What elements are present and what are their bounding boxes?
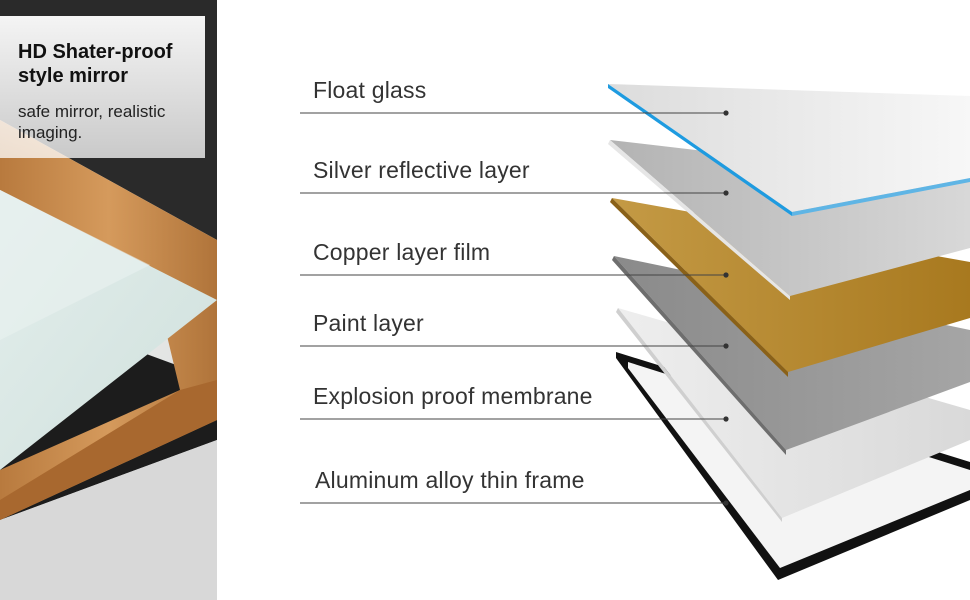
label-paint-layer: Paint layer xyxy=(313,310,424,336)
leader-dot-silver xyxy=(723,190,729,196)
float-glass-layer xyxy=(608,84,970,216)
leader-dot-copper xyxy=(723,272,729,278)
label-copper-layer-film: Copper layer film xyxy=(313,239,491,265)
leader-dot-membrane xyxy=(723,416,729,422)
label-explosion-proof-membrane: Explosion proof membrane xyxy=(313,383,593,409)
leader-dot-float-glass xyxy=(723,110,729,116)
mirror-corner-illustration xyxy=(0,0,217,600)
caption-subtitle: safe mirror, realistic imaging. xyxy=(18,102,166,142)
label-float-glass: Float glass xyxy=(313,77,427,103)
leader-lines xyxy=(300,110,729,506)
leader-dot-frame xyxy=(723,500,729,506)
leader-dot-paint xyxy=(723,343,729,349)
label-aluminum-alloy-thin-frame: Aluminum alloy thin frame xyxy=(315,467,585,493)
caption-title: HD Shater-proof style mirror xyxy=(18,41,173,87)
label-silver-reflective-layer: Silver reflective layer xyxy=(313,157,530,183)
mirror-corner-photo: HD Shater-proof style mirror safe mirror… xyxy=(0,0,217,600)
